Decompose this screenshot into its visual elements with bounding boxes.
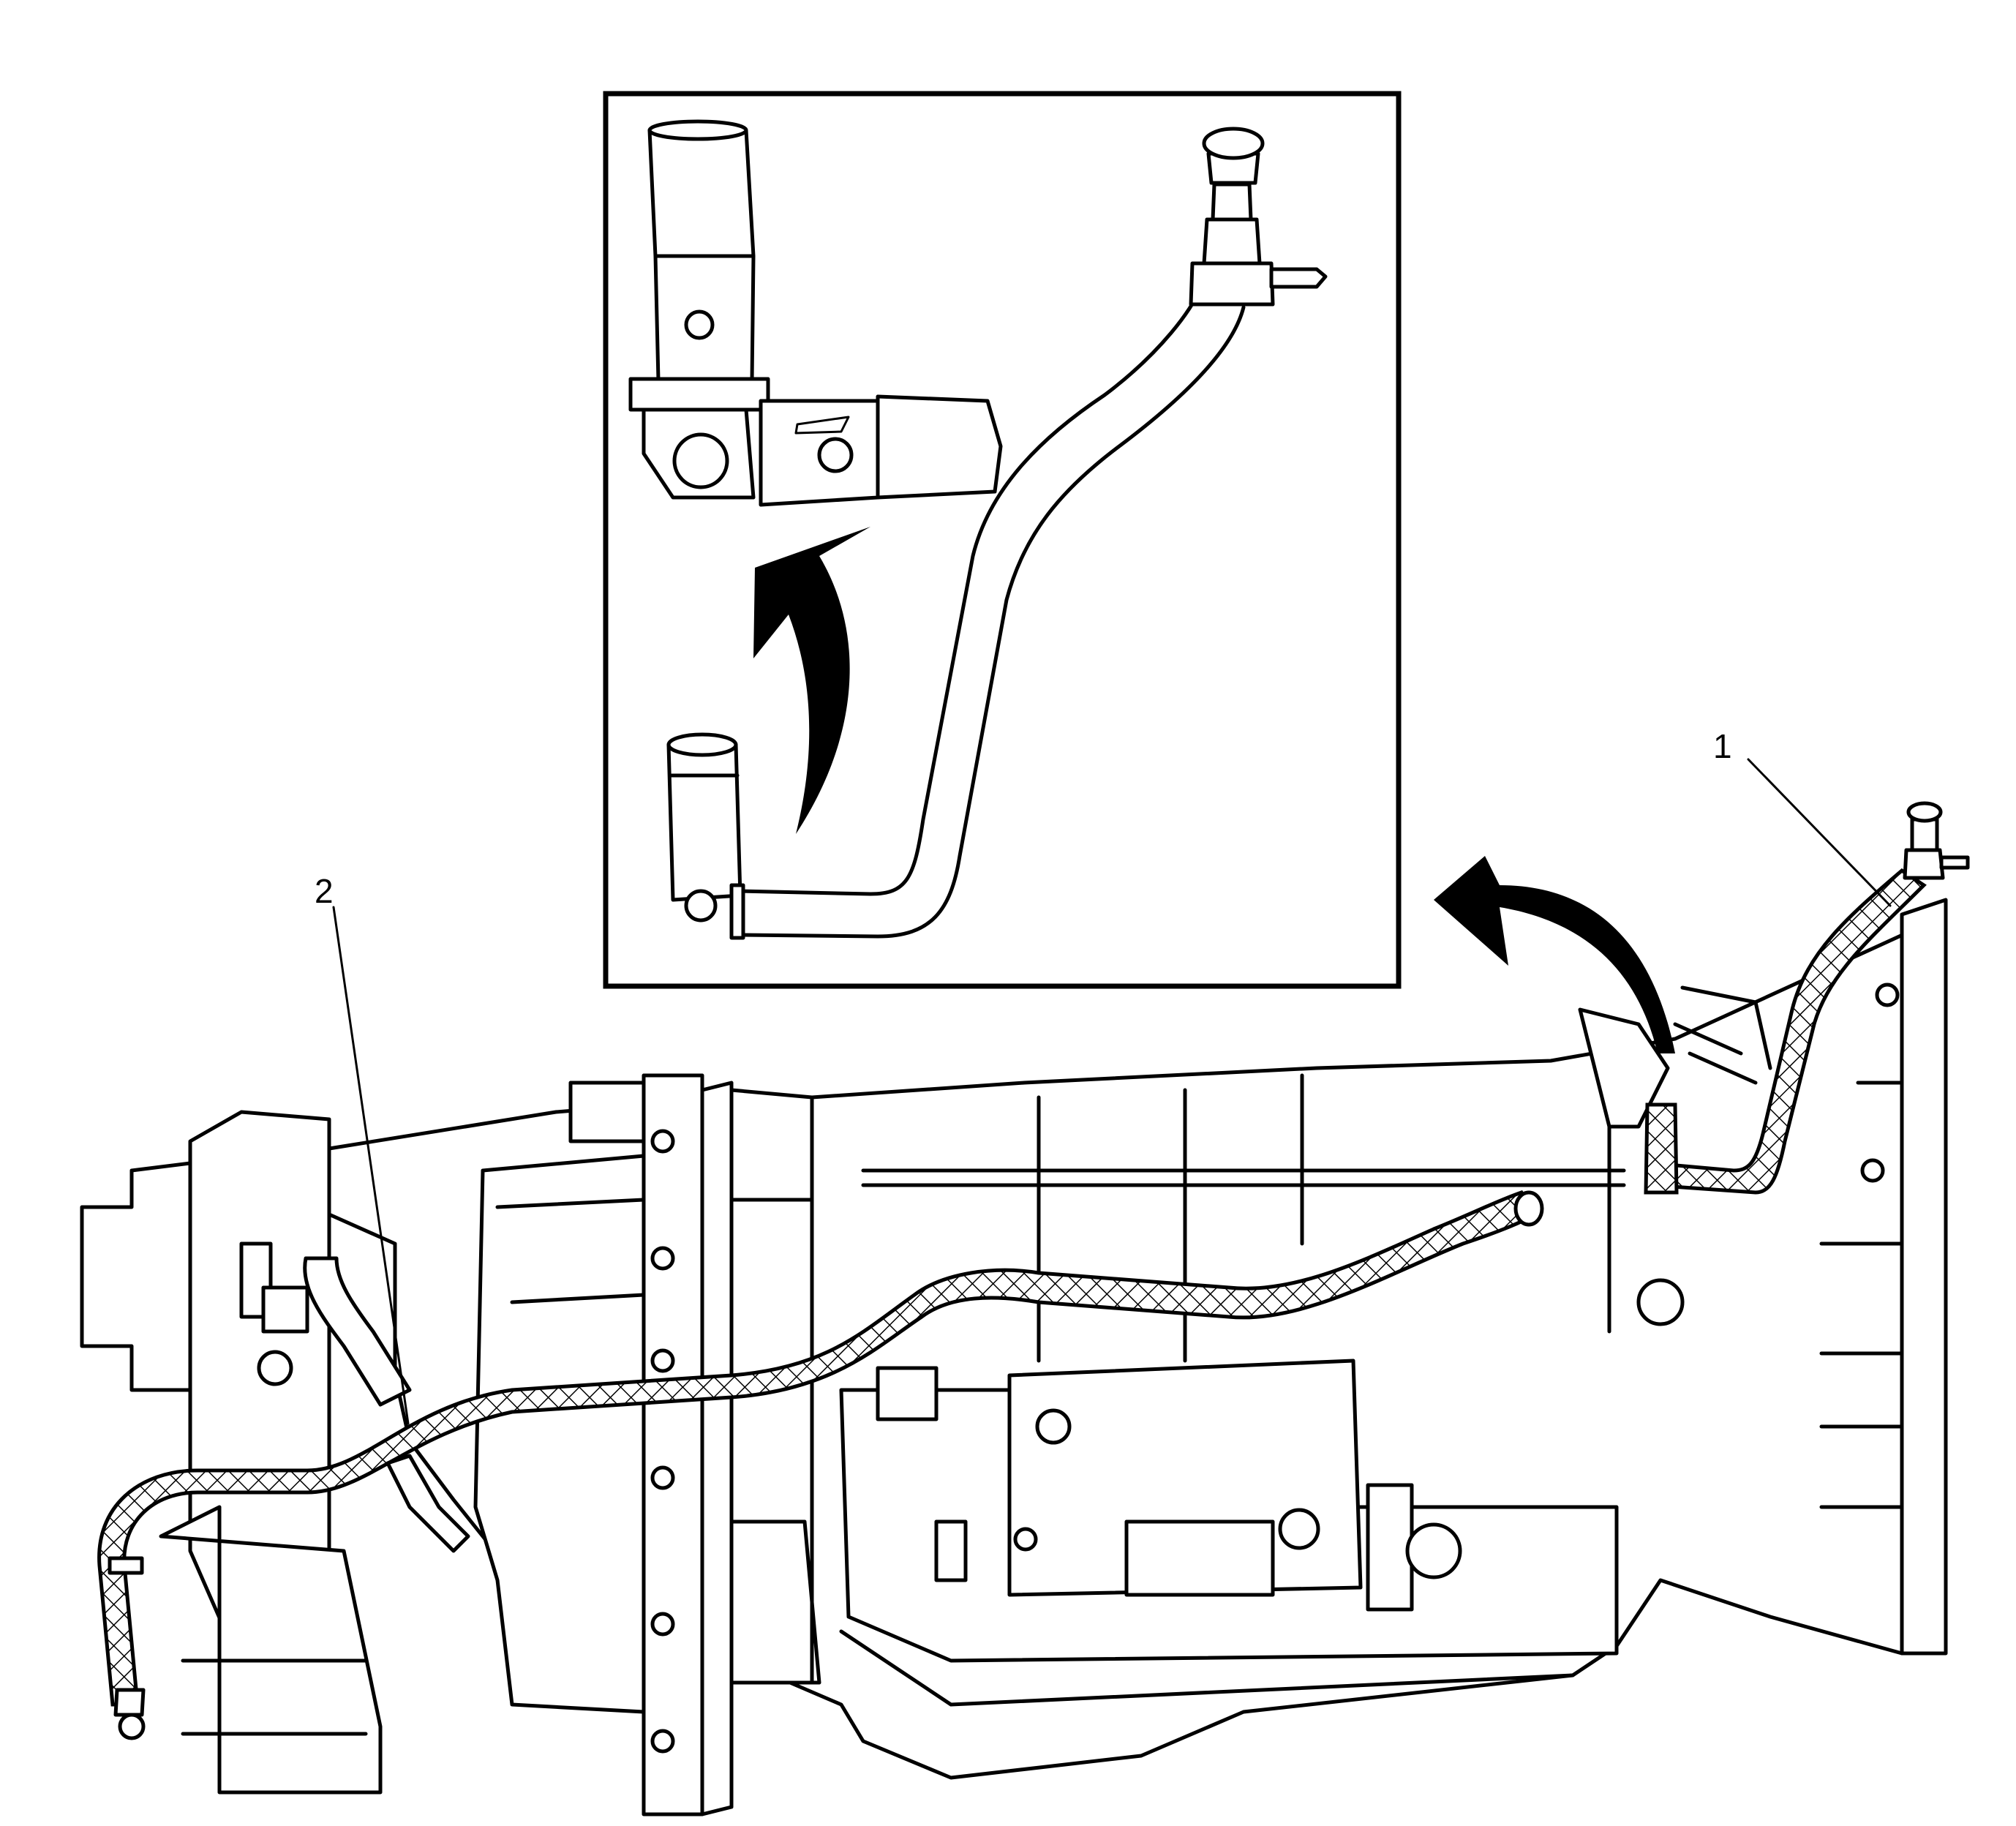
callout-1-label: 1 bbox=[1713, 727, 1732, 765]
tee-fitting bbox=[628, 119, 1003, 507]
callout-1-leader bbox=[1747, 758, 1892, 907]
transmission-assembly bbox=[80, 898, 1948, 1816]
callout-2: 2 bbox=[315, 872, 410, 1425]
callout-2-leader bbox=[332, 906, 410, 1425]
inset-direction-arrow bbox=[753, 527, 870, 834]
inset-vent-hose bbox=[666, 290, 1246, 940]
vent-hose-2 bbox=[97, 1190, 1544, 1740]
inset-detail-view bbox=[603, 91, 1402, 989]
callout-2-label: 2 bbox=[315, 872, 334, 910]
main-direction-arrow bbox=[1434, 856, 1675, 1053]
callout-1: 1 bbox=[1713, 727, 1892, 907]
inset-vent-cap-clamp bbox=[1189, 127, 1328, 307]
vent-hose-1 bbox=[1644, 801, 1970, 1195]
